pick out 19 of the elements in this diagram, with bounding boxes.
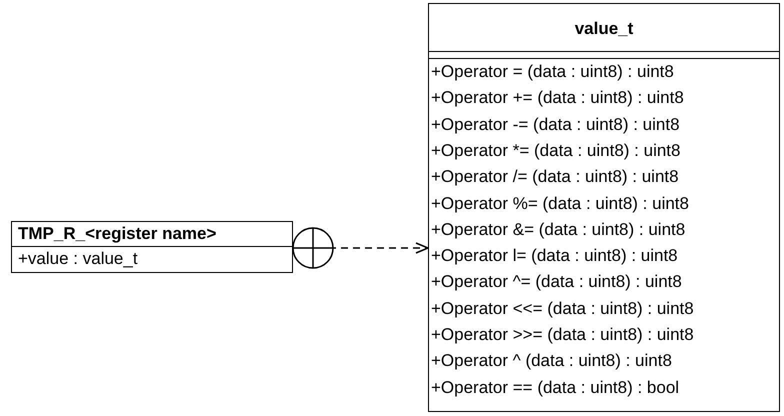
operation-text: +Operator *= (data : uint8) : uint8: [431, 142, 680, 159]
operation-text: +Operator &= (data : uint8) : uint8: [431, 220, 686, 238]
operation-text: +Operator /= (data : uint8) : uint8: [431, 168, 679, 186]
operation-text: +Operator = (data : uint8) : uint8: [431, 63, 674, 80]
class-box: [11, 221, 293, 273]
class-name: TMP_R_<register name>: [18, 225, 216, 242]
attribute-text: +value : value_t: [18, 250, 138, 267]
operation-text: +Operator <<= (data : uint8) : uint8: [431, 300, 694, 317]
operation-text: +Operator %= (data : uint8) : uint8: [431, 194, 689, 212]
operation-text: +Operator ^= (data : uint8) : uint8: [431, 273, 682, 290]
operation-text: +Operator ^ (data : uint8) : uint8: [431, 352, 672, 370]
operation-text: +Operator == (data : uint8) : bool: [431, 378, 680, 396]
class-name: value_t: [574, 20, 634, 37]
operation-text: +Operator >>= (data : uint8) : uint8: [431, 326, 694, 343]
operation-text: +Operator l= (data : uint8) : uint8: [431, 247, 678, 264]
operation-text: +Operator += (data : uint8) : uint8: [431, 89, 684, 106]
operation-text: +Operator -= (data : uint8) : uint8: [431, 116, 680, 133]
class-box: [428, 3, 780, 412]
dependency-arrow: [292, 227, 429, 269]
